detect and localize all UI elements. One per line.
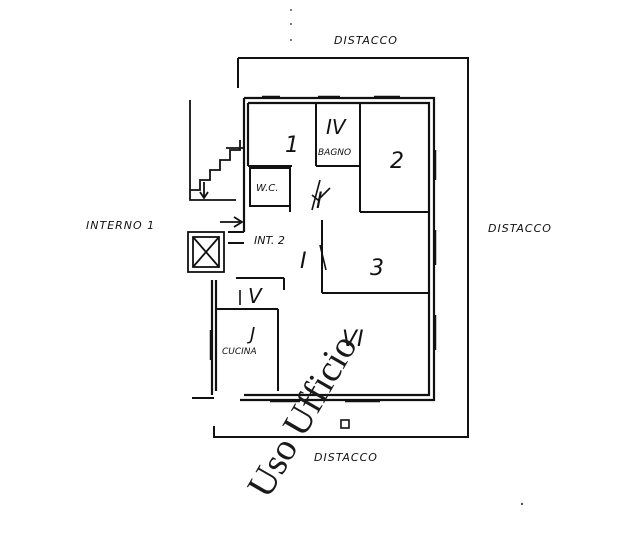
room-2-number: 2: [390, 149, 404, 174]
int-2-label: INT. 2: [254, 234, 285, 247]
cucina-label: CUCINA: [222, 347, 257, 357]
distacco-bottom-label: DISTACCO: [314, 451, 378, 464]
wc-label: W.C.: [256, 183, 278, 194]
entry-arrow-icon: [220, 216, 244, 228]
room-6-number: I: [316, 189, 323, 214]
elevator-icon: [187, 231, 225, 273]
room-9-number: J: [247, 324, 255, 345]
room-5-number: V: [248, 284, 263, 308]
door-marks: [239, 179, 331, 305]
room-8-number: VI: [342, 327, 364, 352]
room-1-number: 1: [285, 133, 299, 158]
marker-square-icon: [340, 419, 350, 429]
stairwell: [189, 100, 244, 201]
room-7-number: I: [300, 249, 307, 274]
property-boundary: [192, 57, 469, 438]
distacco-right-label: DISTACCO: [488, 222, 552, 235]
scan-edge-marks: [290, 9, 524, 506]
uso-ufficio-watermark: Uso Ufficio: [239, 328, 365, 505]
bagno-label: BAGNO: [318, 148, 351, 158]
distacco-top-label: DISTACCO: [334, 34, 398, 47]
windows: [209, 95, 437, 403]
room-4-number: IV: [326, 115, 347, 139]
room-3-number: 3: [370, 256, 384, 281]
interno-1-label: INTERNO 1: [86, 219, 155, 232]
interior-walls: [216, 103, 429, 391]
